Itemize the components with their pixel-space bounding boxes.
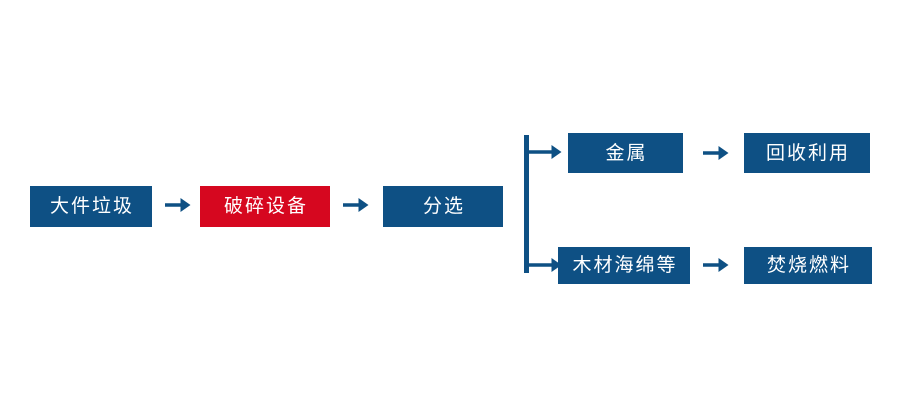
node-wood-sponge-etc[interactable]: 木材海绵等: [558, 247, 690, 284]
node-sorting-label: 分选: [422, 196, 465, 217]
node-crushing-equipment[interactable]: 破碎设备: [200, 186, 330, 227]
node-metal[interactable]: 金属: [568, 133, 683, 173]
node-incineration-fuel[interactable]: 焚烧燃料: [744, 247, 872, 284]
node-bulky-waste-label: 大件垃圾: [49, 196, 134, 217]
arrow-metal-to-recycling: [703, 144, 729, 162]
node-recycling-reuse[interactable]: 回收利用: [744, 133, 870, 173]
node-incineration-fuel-label: 焚烧燃料: [766, 255, 851, 276]
node-crushing-equipment-label: 破碎设备: [223, 196, 308, 217]
branch-spine: [524, 135, 529, 273]
arrow-wood-to-fuel: [703, 256, 729, 274]
branch-arrow-combustible: [529, 256, 562, 274]
node-metal-label: 金属: [605, 142, 648, 164]
node-recycling-reuse-label: 回收利用: [765, 142, 850, 164]
branch-arrow-metal: [529, 143, 562, 161]
node-sorting[interactable]: 分选: [383, 186, 503, 227]
node-wood-sponge-etc-label: 木材海绵等: [572, 255, 678, 276]
arrow-bulky-to-crusher: [165, 196, 191, 214]
arrow-crusher-to-sorting: [343, 196, 369, 214]
node-bulky-waste[interactable]: 大件垃圾: [30, 186, 152, 227]
